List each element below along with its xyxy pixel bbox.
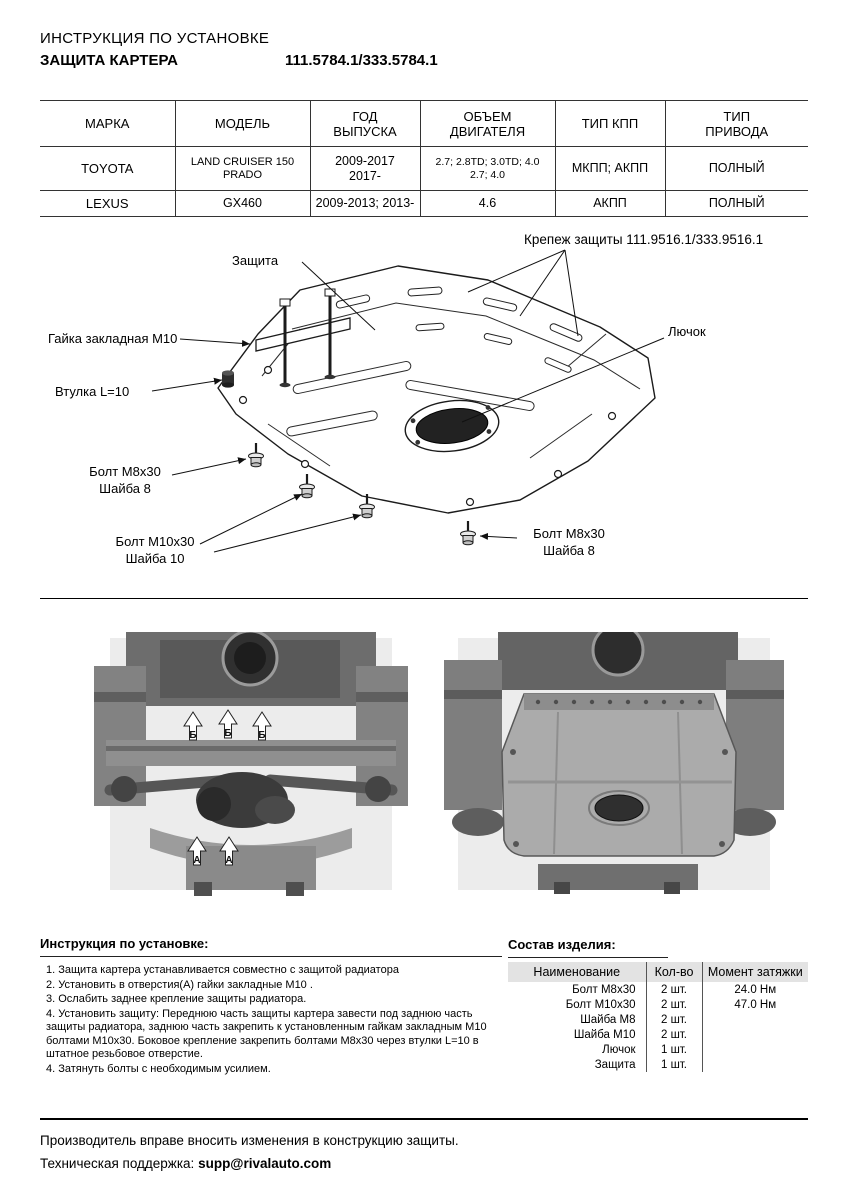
instruction-item: 2. Установить в отверстия(А) гайки закла… — [46, 978, 313, 991]
instructions-title: Инструкция по установке: — [40, 936, 502, 957]
label-fastener-kit: Крепеж защиты 111.9516.1/333.9516.1 — [524, 232, 764, 247]
table-row: Шайба М8 2 шт. — [508, 1012, 808, 1027]
arrow-letter-a: А — [193, 855, 200, 866]
vent-slots — [335, 286, 583, 373]
photo-underbody-after — [438, 632, 790, 904]
instruction-item: 4. Затянуть болты с необходимым усилием. — [46, 1062, 271, 1075]
label-protection: Защита — [232, 253, 279, 268]
arrow-letter-b: Б — [258, 730, 265, 741]
brand-cell: TOYOTA — [40, 146, 175, 191]
col-header-name: Наименование — [508, 962, 646, 982]
doc-type: ИНСТРУКЦИЯ ПО УСТАНОВКЕ — [40, 30, 270, 47]
photo-underbody-before: Б Б Б А А — [90, 632, 412, 904]
callout-lines — [151, 249, 665, 553]
gearbox-cell: МКПП; АКПП — [554, 146, 665, 191]
arrow-b-markers: Б Б Б — [183, 709, 272, 741]
arrow-letter-b: Б — [189, 730, 196, 741]
table-row: Болт М8х30 2 шт. 24.0 Нм — [508, 982, 808, 997]
installation-instructions: Инструкция по установке: 1. Защита карте… — [40, 936, 502, 1077]
bushing — [222, 370, 234, 388]
col-header-torque: Момент затяжки — [701, 962, 808, 982]
table-row: Шайба М10 2 шт. — [508, 1027, 808, 1042]
installation-diagram: Крепеж защиты 111.9516.1/333.9516.1 Защи… — [0, 228, 848, 600]
label-rivet-nut: Гайка закладная М10 — [48, 331, 178, 346]
label-hatch: Лючок — [668, 324, 706, 339]
arrow-a-markers: А А — [187, 836, 239, 866]
stiffening-ribs — [286, 360, 535, 437]
manufacturer-note: Производитель вправе вносить изменения в… — [40, 1133, 459, 1148]
label-bushing: Втулка L=10 — [55, 384, 130, 399]
table-row: Лючок 1 шт. — [508, 1042, 808, 1057]
hatch-oval — [404, 399, 500, 453]
year-cell: 2009-2013; 2013- — [309, 190, 420, 217]
product-title: ЗАЩИТА КАРТЕРА — [40, 52, 178, 69]
col-header-brand: МАРКА — [40, 100, 175, 147]
section-divider — [40, 598, 808, 599]
bolt-m8-right-icon — [459, 519, 477, 546]
mounting-holes — [238, 365, 617, 507]
parts-header-row: Наименование Кол-во Момент затяжки — [508, 962, 808, 982]
engine-cell: 4.6 — [419, 190, 555, 217]
col-header-gearbox: ТИП КПП — [554, 100, 665, 147]
instructions-list: 1. Защита картера устанавливается совмес… — [40, 957, 502, 1076]
parts-table: Наименование Кол-во Момент затяжки Болт … — [508, 962, 808, 1072]
instruction-item: 4. Установить защиту: Переднюю часть защ… — [46, 1007, 487, 1061]
drive-cell: ПОЛНЫЙ — [664, 146, 808, 191]
skid-plate-drawing — [151, 249, 665, 553]
table-row: Защита 1 шт. — [508, 1057, 808, 1072]
part-numbers: 111.5784.1/333.5784.1 — [285, 52, 438, 69]
bolt-m8-left-icon — [247, 441, 265, 468]
model-cell: GX460 — [174, 190, 310, 217]
document-header: ИНСТРУКЦИЯ ПО УСТАНОВКЕ ЗАЩИТА КАРТЕРА 11… — [40, 30, 438, 69]
parts-list: Состав изделия: Наименование Кол-во Моме… — [508, 936, 808, 1072]
table-row-lexus: LEXUS GX460 2009-2013; 2013- 4.6 АКПП ПО… — [40, 190, 808, 217]
instruction-item: 3. Ослабить заднее крепление защиты ради… — [46, 993, 307, 1005]
parts-list-title: Состав изделия: — [508, 937, 668, 958]
col-header-qty: Кол-во — [645, 962, 702, 982]
table-row: Болт М10х30 2 шт. 47.0 Нм — [508, 997, 808, 1012]
label-bolt-m10: Болт М10х30 Шайба 10 — [115, 534, 195, 566]
label-bolt-m8-left: Болт М8х30 Шайба 8 — [89, 464, 161, 496]
drive-cell: ПОЛНЫЙ — [664, 190, 808, 217]
instruction-item: 1. Защита картера устанавливается совмес… — [46, 964, 399, 976]
support-label: Техническая поддержка: — [40, 1156, 195, 1171]
col-header-model: МОДЕЛЬ — [174, 100, 310, 147]
support-email: supp@rivalauto.com — [198, 1156, 332, 1171]
brand-cell: LEXUS — [40, 190, 175, 217]
mount-bracket — [255, 317, 351, 352]
gearbox-cell: АКПП — [554, 190, 665, 217]
arrow-letter-a: А — [225, 855, 232, 866]
label-bolt-m8-right: Болт М8х30 Шайба 8 — [533, 526, 605, 558]
arrow-letter-b: Б — [224, 728, 231, 739]
footer: Производитель вправе вносить изменения в… — [40, 1118, 808, 1175]
